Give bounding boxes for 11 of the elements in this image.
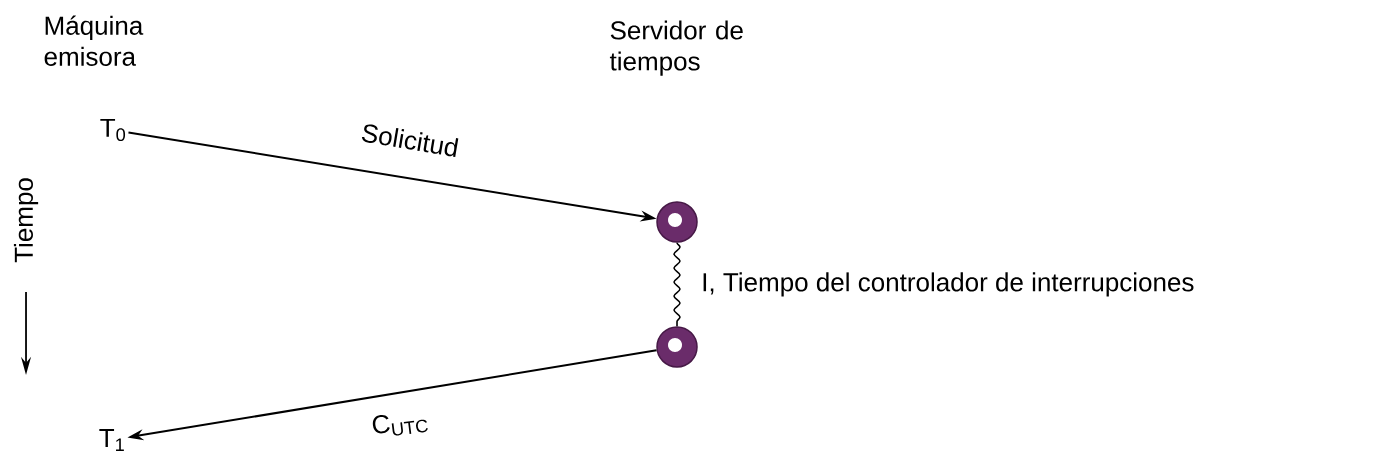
ring-marker xyxy=(656,326,698,368)
wavy-line xyxy=(673,241,681,328)
time-label: T$_{0}$ xyxy=(100,118,126,142)
column-heading: Máquina emisora xyxy=(44,15,144,66)
ring-marker xyxy=(656,201,698,243)
column-heading: Servidor de tiempos xyxy=(609,20,743,76)
time-label: T$_{1}$ xyxy=(99,429,124,451)
edge-label: I, Tiempo del controlador de interrupciones xyxy=(703,272,1194,297)
edge-label: Solicitud xyxy=(361,124,459,157)
axis-label: Tiempo xyxy=(13,178,39,263)
edge-label: C$_{UTC}$ xyxy=(372,414,428,436)
